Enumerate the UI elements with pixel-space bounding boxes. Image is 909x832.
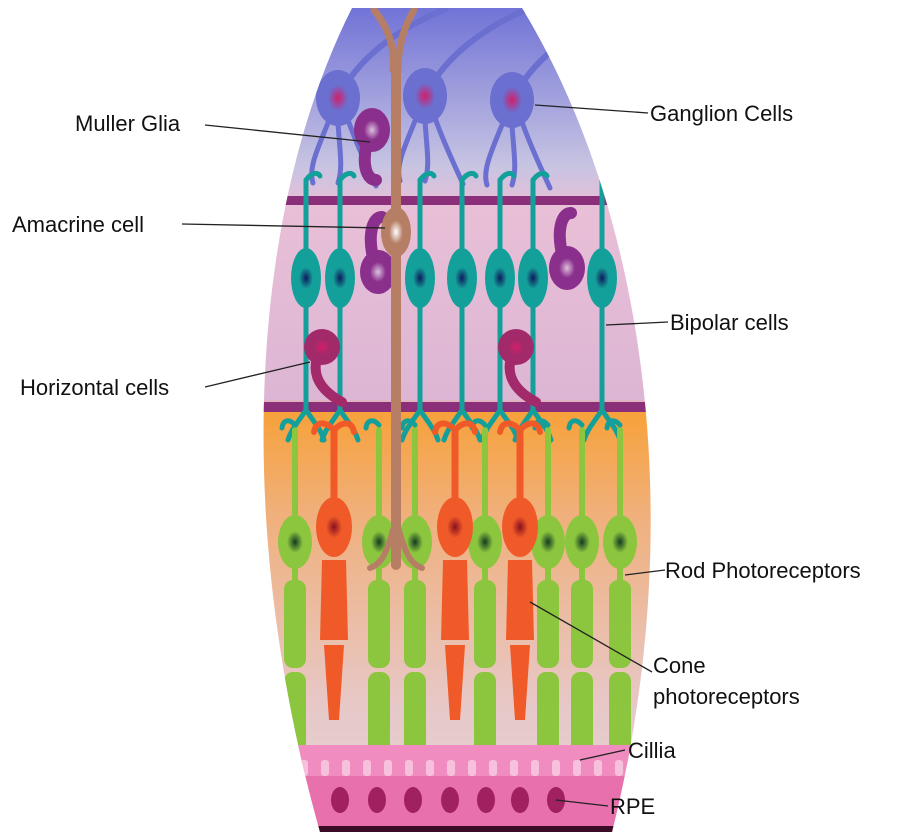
cilia-notch [468,760,476,776]
label-cillia: Cillia [628,738,676,763]
rod-inner-segment [474,580,496,668]
cilia-notch [342,760,350,776]
retina-lens [200,0,720,832]
rod-nucleus [287,531,303,553]
cone-nucleus [326,516,342,538]
rpe-nucleus [331,787,349,813]
cilia-notch [384,760,392,776]
cone-nucleus [447,516,463,538]
rod-inner-segment [609,580,631,668]
cilia-notch [321,760,329,776]
cilia-notch [447,760,455,776]
horizontal-nucleus [314,339,330,355]
rpe-nucleus [511,787,529,813]
rod-nucleus [540,531,556,553]
cone-inner-segment [506,560,534,640]
label-cone-line1: Cone [653,653,706,678]
rod-inner-segment [284,580,306,668]
label-amacrine-cell: Amacrine cell [12,212,144,237]
label-horizontal-cells: Horizontal cells [20,375,169,400]
rpe-base [300,826,640,832]
rpe-nucleus [477,787,495,813]
bipolar-nucleus [299,267,313,289]
cone-inner-segment [441,560,469,640]
bipolar-nucleus [333,267,347,289]
label-cone-line2: photoreceptors [653,684,800,709]
amacrine-nucleus [364,120,380,140]
cilia-notch [489,760,497,776]
cilia-notch [573,760,581,776]
rod-nucleus [477,531,493,553]
bipolar-nucleus [526,267,540,289]
rod-nucleus [574,531,590,553]
ganglion-nucleus [328,85,348,111]
label-rpe: RPE [610,794,655,819]
cilia-notch [363,760,371,776]
rpe-nucleus [441,787,459,813]
cilia-notch [615,760,623,776]
label-bipolar-cells: Bipolar cells [670,310,789,335]
rod-inner-segment [571,580,593,668]
rod-inner-segment [404,580,426,668]
cilia-notch [300,760,308,776]
rpe-nucleus [404,787,422,813]
bipolar-nucleus [595,267,609,289]
cilia-notch [531,760,539,776]
rod-nucleus [612,531,628,553]
rpe-nucleus [368,787,386,813]
cilia-notch [594,760,602,776]
cilia-notch [405,760,413,776]
ganglion-nucleus [502,87,522,113]
cilia-notch [510,760,518,776]
rod-nucleus [407,531,423,553]
bipolar-nucleus [493,267,507,289]
bipolar-terminal [602,173,616,180]
rod-inner-segment [537,580,559,668]
cilia-notch [552,760,560,776]
label-muller-glia: Muller Glia [75,111,181,136]
rod-inner-segment [368,580,390,668]
ganglion-nucleus [415,83,435,109]
cone-nucleus [512,516,528,538]
label-rod-photoreceptors: Rod Photoreceptors [665,558,861,583]
cone-inner-segment [320,560,348,640]
cilia-notch [426,760,434,776]
bipolar-nucleus [413,267,427,289]
amacrine-nucleus [559,258,575,278]
label-ganglion-cells: Ganglion Cells [650,101,793,126]
horizontal-nucleus [508,339,524,355]
bipolar-nucleus [455,267,469,289]
amacrine-nucleus [370,262,386,282]
